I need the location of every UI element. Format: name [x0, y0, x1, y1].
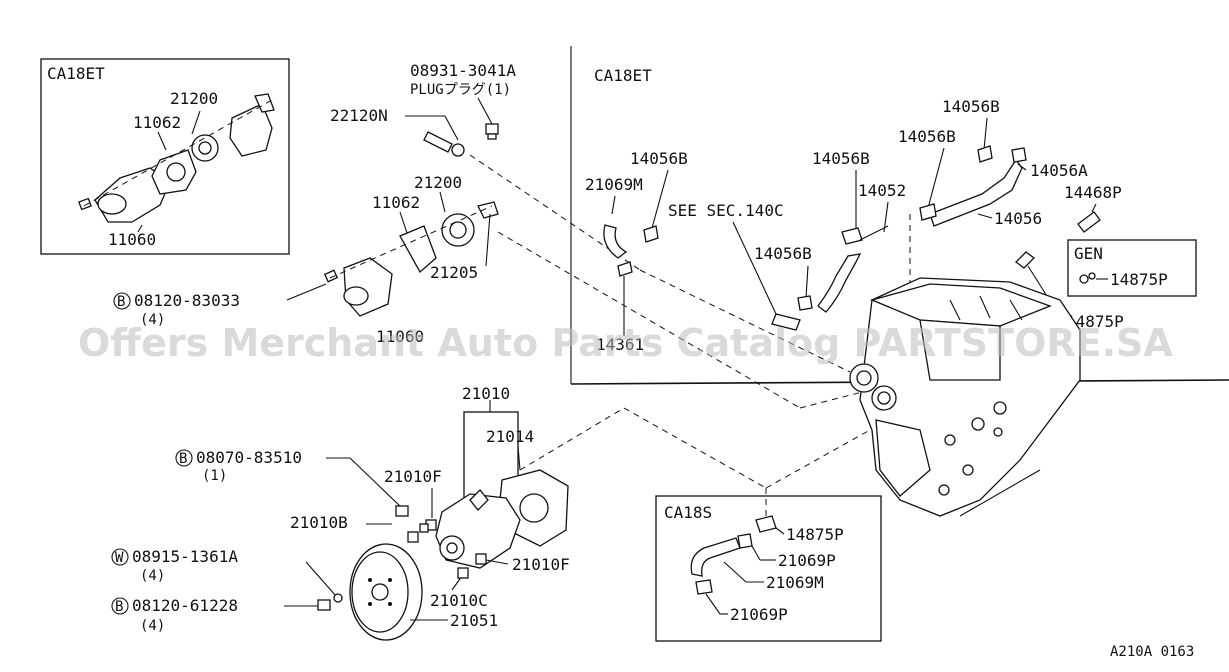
callout-21010b: 21010B: [290, 513, 348, 532]
svg-text:B: B: [117, 294, 125, 310]
callout-see-sec-140c: SEE SEC.140C: [668, 201, 784, 220]
callout-14056b-4: 14056B: [942, 97, 1000, 116]
callout-22120n: 22120N: [330, 106, 388, 125]
engine-block: [849, 277, 1081, 517]
callout-21014: 21014: [486, 427, 534, 446]
ca18et-inset-box: [40, 58, 290, 255]
ca18s-box-title: CA18S: [664, 503, 712, 522]
part-21010b: [407, 523, 429, 543]
gasket-11062: [399, 225, 437, 274]
callout-08120-61228: 08120-61228: [132, 596, 238, 615]
bolt-08070: [395, 505, 409, 517]
callout-21069p-a: 21069P: [778, 551, 836, 570]
part-21010c: [457, 567, 469, 579]
callout-plug: PLUGプラグ(1): [410, 82, 511, 98]
callout-14056b-2: 14056B: [812, 149, 870, 168]
callout-14875p: 14875P: [1066, 312, 1124, 331]
hose-14056: [919, 145, 1027, 227]
marker-b-3: B: [111, 597, 129, 615]
pipe-14052: [771, 227, 863, 331]
callout-11062: 11062: [372, 193, 420, 212]
water-outlet-11060: [323, 257, 393, 317]
callout-21010f-a: 21010F: [384, 467, 442, 486]
callout-21010c: 21010C: [430, 591, 488, 610]
callout-14052: 14052: [858, 181, 906, 200]
callout-21069p-b: 21069P: [730, 605, 788, 624]
sensor-22120n: [423, 131, 465, 157]
callout-21010f-b: 21010F: [512, 555, 570, 574]
svg-text:B: B: [179, 451, 187, 467]
callout-21051: 21051: [450, 611, 498, 630]
part-14875p: [1015, 251, 1035, 269]
qty-4-c: (4): [140, 618, 165, 634]
figure-code: A210A 0163: [1110, 644, 1194, 660]
callout-14056b-5: 14056B: [754, 244, 812, 263]
callout-11060-main: 11060: [376, 327, 424, 346]
callout-21200: 21200: [414, 173, 462, 192]
ca18s-box: [655, 495, 882, 642]
svg-text:B: B: [115, 599, 123, 615]
callout-08931-3041a: 08931-3041A: [410, 61, 516, 80]
part-21010f-b: [475, 553, 487, 565]
ca18et-section-title: CA18ET: [594, 66, 652, 85]
qty-1: (1): [202, 468, 227, 484]
callout-14056b-3: 14056B: [898, 127, 956, 146]
hose-21069m: [603, 224, 659, 277]
marker-b-2: B: [175, 449, 193, 467]
watermark: Offers Merchant Auto Parts Catalog PARTS…: [78, 321, 1173, 365]
gen-box-title: GEN: [1074, 244, 1103, 263]
callout-14875p-gen: 14875P: [1110, 270, 1168, 289]
qty-4-b: (4): [140, 568, 165, 584]
ca18s-hose-assembly: [690, 515, 777, 595]
inset-thermostat-housing: [78, 93, 275, 223]
gen-box: [1067, 239, 1197, 297]
callout-08915-1361a: 08915-1361A: [132, 547, 238, 566]
callout-14056: 14056: [994, 209, 1042, 228]
svg-text:W: W: [115, 550, 124, 566]
callout-21069m-ca18s: 21069M: [766, 573, 824, 592]
callout-21010: 21010: [462, 384, 510, 403]
callout-21069m-top: 21069M: [585, 175, 643, 194]
callout-08120-83033: 08120-83033: [134, 291, 240, 310]
callout-11062-inset: 11062: [133, 113, 181, 132]
callout-14361: 14361: [596, 335, 644, 354]
ca18et-inset-title: CA18ET: [47, 64, 105, 83]
callout-14875p-ca18s: 14875P: [786, 525, 844, 544]
callout-08070-83510: 08070-83510: [196, 448, 302, 467]
marker-w: W: [111, 548, 129, 566]
marker-b-1: B: [113, 292, 131, 310]
plug-part: [485, 123, 499, 140]
thermostat-21200: [441, 201, 499, 247]
gen-clip-icon: [1079, 272, 1096, 284]
water-pump-21010: [435, 489, 521, 569]
qty-4-a: (4): [140, 312, 165, 328]
callout-11060-inset: 11060: [108, 230, 156, 249]
callout-14468p: 14468P: [1064, 183, 1122, 202]
callout-21200-inset: 21200: [170, 89, 218, 108]
callout-14056a: 14056A: [1030, 161, 1088, 180]
callout-21205: 21205: [430, 263, 478, 282]
pulley-21051: [349, 543, 423, 641]
bolt-08120-61228: [317, 593, 343, 611]
part-14468p: [1077, 211, 1101, 233]
callout-14056b-1: 14056B: [630, 149, 688, 168]
